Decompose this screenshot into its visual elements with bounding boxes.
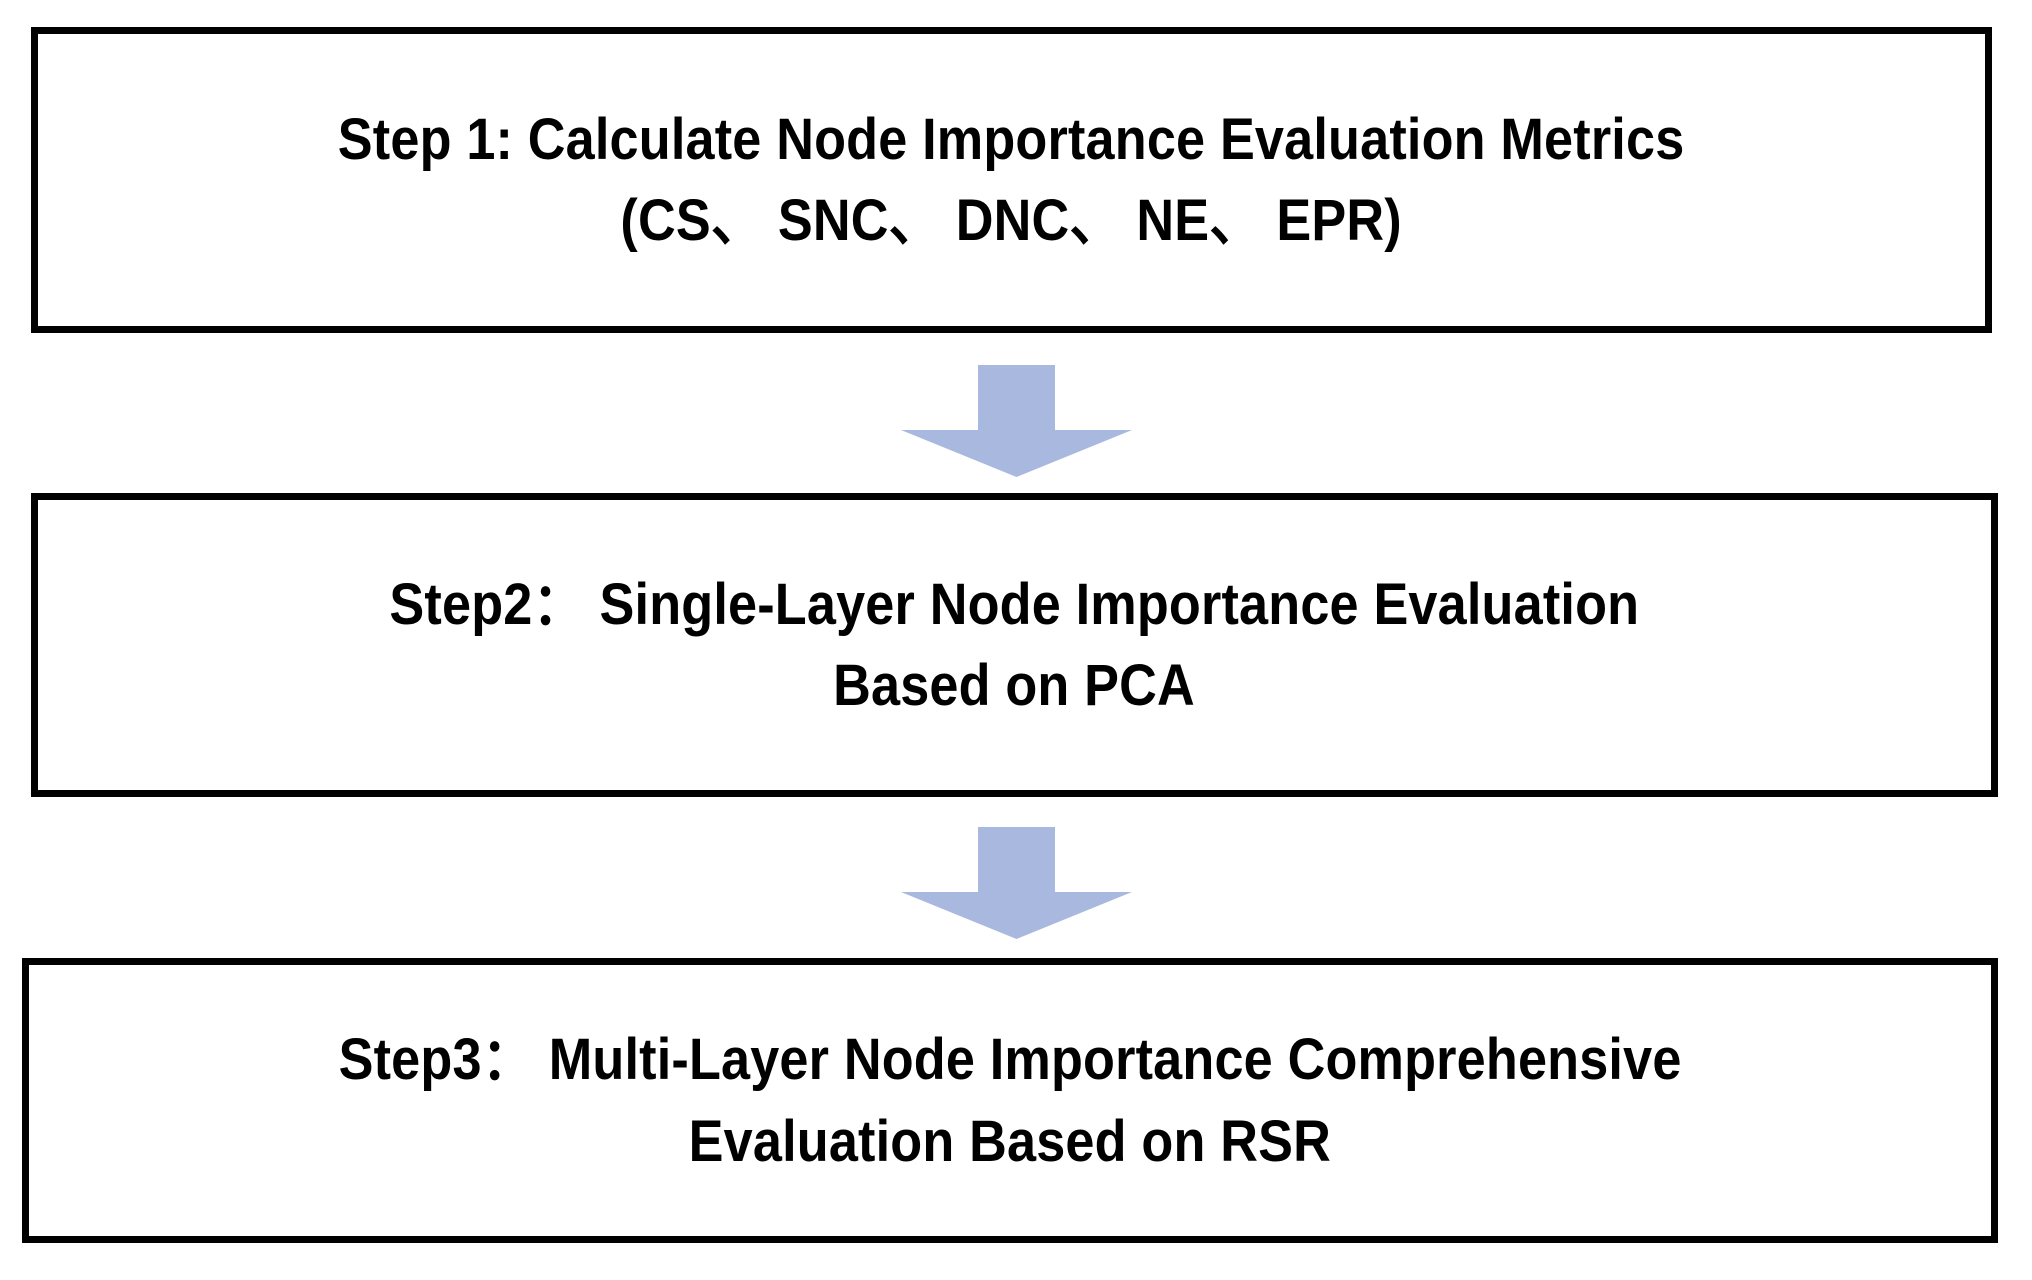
step-box-1: Step 1: Calculate Node Importance Evalua… xyxy=(31,27,1992,333)
arrow-down-icon xyxy=(901,827,1132,939)
step-2-line-1: Step2： Single-Layer Node Importance Eval… xyxy=(389,571,1640,637)
step-1-line-2: (CS、 SNC、 DNC、 NE、 EPR) xyxy=(620,188,1403,253)
arrow-down-shape xyxy=(901,827,1132,939)
step-3-line-1: Step3： Multi-Layer Node Importance Compr… xyxy=(338,1027,1682,1093)
step-3-line-2: Evaluation Based on RSR xyxy=(688,1108,1332,1174)
step-box-2: Step2： Single-Layer Node Importance Eval… xyxy=(31,493,1998,797)
step-2-line-2: Based on PCA xyxy=(833,653,1196,718)
arrow-down-icon xyxy=(901,365,1132,477)
arrow-down-shape xyxy=(901,365,1132,477)
step-1-line-1: Step 1: Calculate Node Importance Evalua… xyxy=(338,106,1685,172)
step-box-3: Step3： Multi-Layer Node Importance Compr… xyxy=(22,958,1998,1243)
